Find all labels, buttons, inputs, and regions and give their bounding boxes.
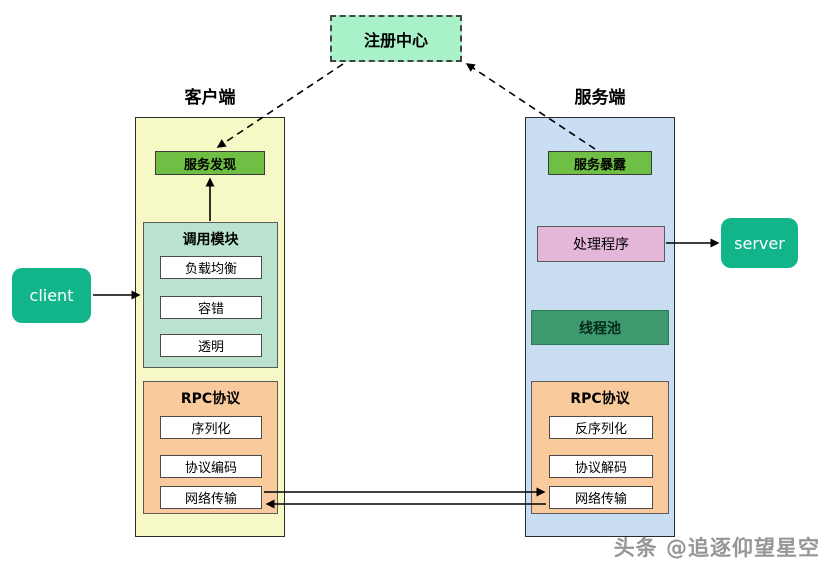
server-rpc-protocol-group: RPC协议 反序列化 协议解码 网络传输 bbox=[531, 381, 669, 514]
server-rpc-protocol-title: RPC协议 bbox=[570, 391, 630, 407]
client-node: client bbox=[12, 268, 91, 323]
server-column-heading: 服务端 bbox=[574, 88, 626, 108]
serialization-box: 序列化 bbox=[160, 416, 262, 439]
client-network-transport-box: 网络传输 bbox=[160, 486, 262, 509]
client-rpc-protocol-title: RPC协议 bbox=[180, 391, 241, 407]
transparency-box: 透明 bbox=[160, 334, 262, 357]
protocol-decoding-box: 协议解码 bbox=[549, 455, 653, 478]
thread-pool-box: 线程池 bbox=[531, 310, 669, 345]
call-module-title: 调用模块 bbox=[182, 232, 239, 248]
fault-tolerance-box: 容错 bbox=[160, 296, 262, 319]
load-balancing-box: 负载均衡 bbox=[160, 256, 262, 279]
server-network-transport-box: 网络传输 bbox=[549, 486, 653, 509]
service-expose-box: 服务暴露 bbox=[548, 151, 652, 175]
client-column-heading: 客户端 bbox=[184, 88, 236, 108]
registry-center-label: 注册中心 bbox=[363, 30, 428, 50]
handler-box: 处理程序 bbox=[537, 226, 665, 262]
server-node: server bbox=[721, 218, 798, 268]
call-module-group: 调用模块 负载均衡 容错 透明 bbox=[143, 222, 278, 368]
service-discovery-box: 服务发现 bbox=[155, 151, 265, 175]
watermark-text: 头条 @追逐仰望星空 bbox=[613, 536, 820, 560]
protocol-encoding-box: 协议编码 bbox=[160, 455, 262, 478]
client-rpc-protocol-group: RPC协议 序列化 协议编码 网络传输 bbox=[143, 381, 278, 514]
deserialization-box: 反序列化 bbox=[549, 416, 653, 439]
registry-center-box: 注册中心 bbox=[330, 15, 462, 62]
